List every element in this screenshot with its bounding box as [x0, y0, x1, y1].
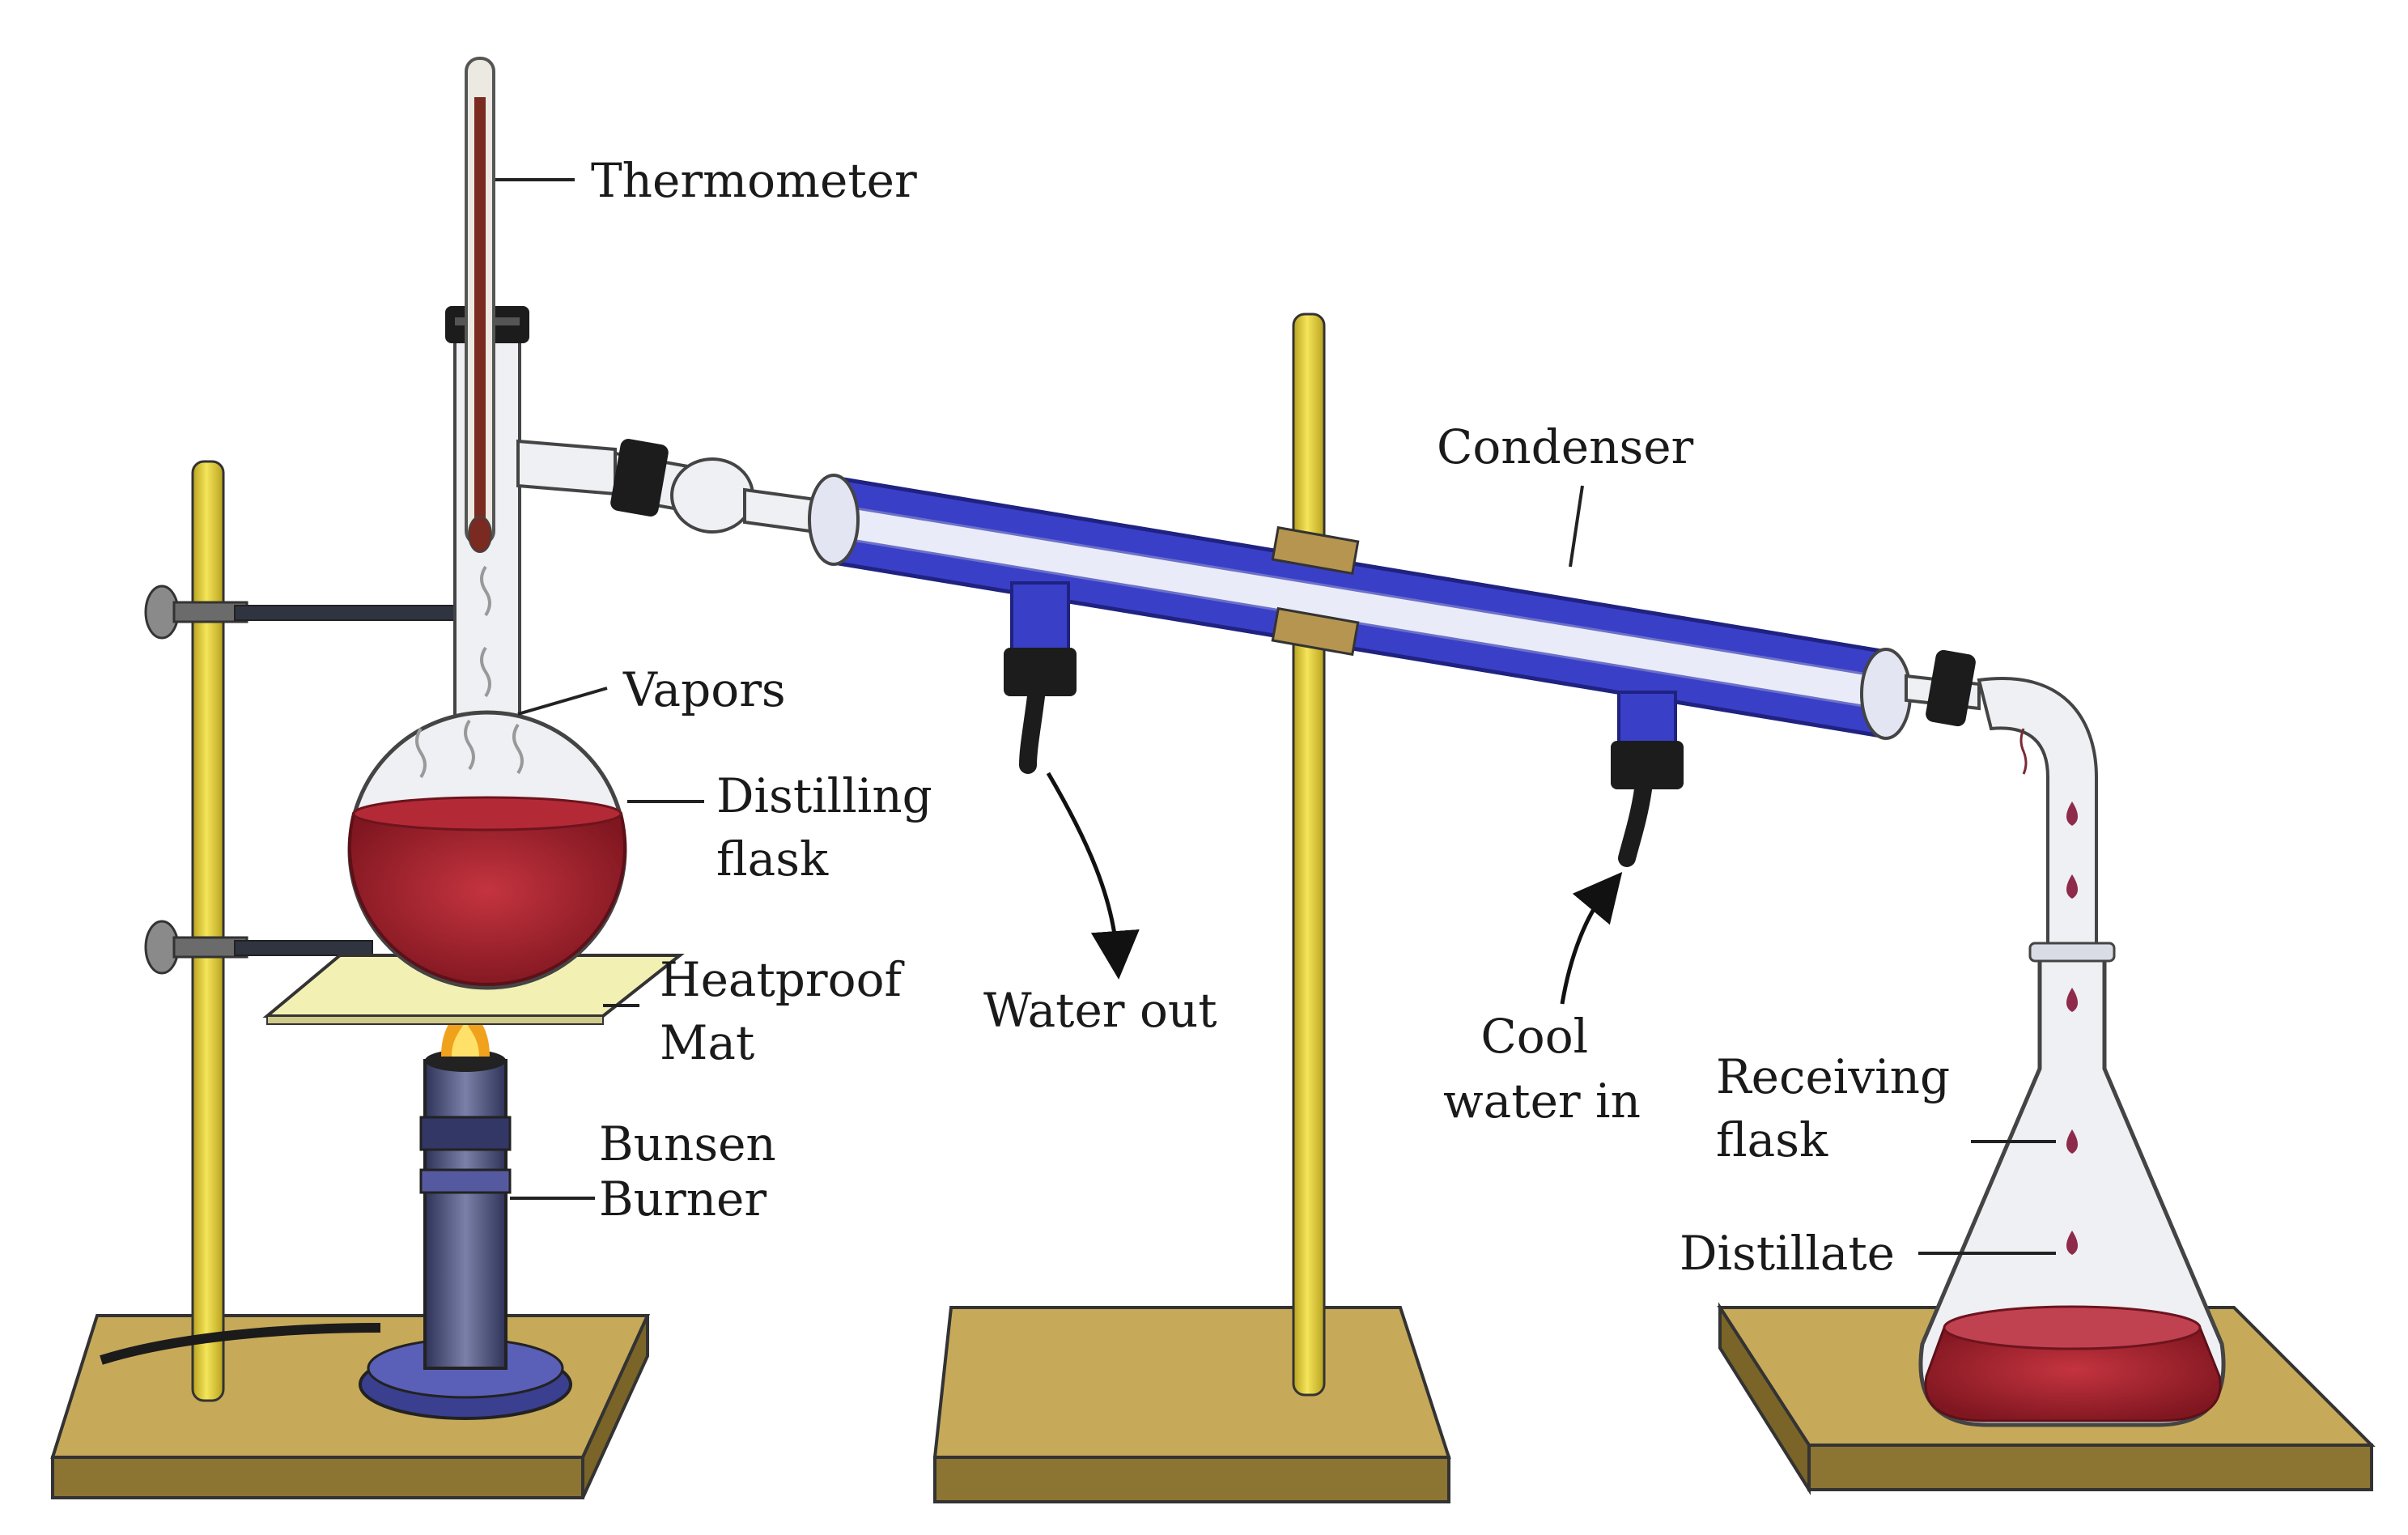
clamp-lower	[144, 920, 373, 975]
label-bunsen-burner-line1: Bunsen	[599, 1116, 776, 1171]
stand-base-middle	[932, 1306, 1451, 1503]
thermometer	[465, 57, 495, 553]
cool-water-in-arrow	[1560, 871, 1623, 1005]
stand-base-left	[50, 1314, 651, 1499]
label-heatproof-mat-line2: Mat	[660, 1015, 754, 1070]
label-bunsen-burner-line2: Burner	[599, 1171, 767, 1227]
label-receiving-flask-line1: Receiving	[1716, 1049, 1950, 1104]
bunsen-burner	[100, 1002, 572, 1420]
label-receiving-flask-line2: flask	[1716, 1112, 1828, 1167]
label-distilling-flask-line2: flask	[716, 831, 829, 887]
stand-rod-middle	[1292, 313, 1326, 1397]
label-bunsen-burner: Bunsen Burner	[599, 1116, 791, 1227]
label-heatproof-mat: Heatproof Mat	[660, 952, 916, 1070]
label-condenser: Condenser	[1437, 419, 1694, 474]
label-water-out: Water out	[983, 983, 1217, 1038]
label-distilling-flask-line1: Distilling	[716, 768, 932, 823]
label-heatproof-mat-line1: Heatproof	[660, 952, 904, 1007]
label-receiving-flask: Receiving flask	[1716, 1049, 1965, 1167]
distillate-drops	[2066, 802, 2078, 1255]
label-distillate: Distillate	[1680, 1226, 1895, 1281]
water-out-arrow	[1046, 772, 1140, 980]
leader-condenser	[1569, 485, 1584, 568]
condenser	[610, 439, 1981, 867]
label-vapors: Vapors	[622, 662, 786, 717]
receiving-flask	[1918, 942, 2226, 1427]
label-cool-water-in: Cool water in	[1443, 1009, 1641, 1129]
label-cool-water-in-line2: water in	[1443, 1074, 1641, 1129]
adapter-tube	[1977, 677, 2098, 957]
leader-vapors	[517, 687, 608, 716]
stand-rod-left	[191, 460, 225, 1402]
label-thermometer: Thermometer	[591, 153, 917, 208]
label-distilling-flask: Distilling flask	[716, 768, 947, 887]
label-cool-water-in-line1: Cool	[1480, 1009, 1588, 1064]
